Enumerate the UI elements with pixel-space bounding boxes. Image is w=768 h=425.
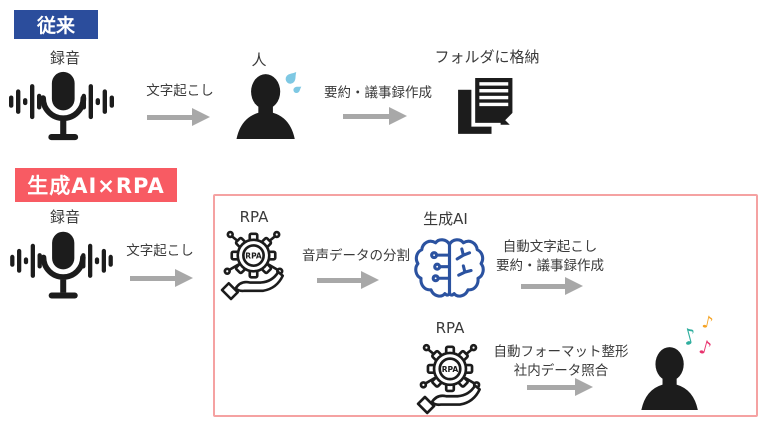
person-icon <box>641 347 698 410</box>
folder-storage-label: フォルダに格納 <box>434 48 540 66</box>
rpa-gear-text: RPA <box>442 365 459 374</box>
rpa2-label: RPA <box>435 319 465 337</box>
arrow-summary-traditional <box>343 107 407 125</box>
rpa-gear-text: RPA <box>245 252 262 261</box>
documents-icon <box>458 74 517 134</box>
rpa-gear-hand-icon: RPA <box>220 230 285 301</box>
recording-label-ai: 録音 <box>49 208 80 226</box>
arrow-transcription-ai <box>130 269 193 287</box>
recording-label-traditional: 録音 <box>49 49 80 67</box>
auto-transcription-line2: 要約・議事録作成 <box>496 258 604 274</box>
transcription-step-label-ai: 文字起こし <box>126 243 194 259</box>
rpa-gear-hand-icon: RPA <box>416 343 481 415</box>
brain-circuit-icon <box>414 238 485 298</box>
transcription-step-label-traditional: 文字起こし <box>146 83 214 99</box>
person-icon <box>236 72 302 139</box>
traditional-badge: 従来 <box>14 10 98 39</box>
ai-rpa-badge: 生成AI×RPA <box>15 168 177 202</box>
format-step-line1: 自動フォーマット整形 <box>493 344 629 360</box>
arrow-auto-transcription <box>521 277 583 295</box>
arrow-audio-split <box>317 271 379 289</box>
rpa1-label: RPA <box>239 208 269 226</box>
arrow-format <box>527 378 593 396</box>
person-label: 人 <box>251 51 267 69</box>
auto-transcription-line1: 自動文字起こし <box>502 239 598 255</box>
genai-label: 生成AI <box>423 210 468 228</box>
auto-transcription-step-label: 自動文字起こし 要約・議事録作成 <box>487 238 613 276</box>
audio-split-step-label: 音声データの分割 <box>302 248 410 264</box>
microphone-icon <box>9 71 114 141</box>
microphone-icon <box>10 231 113 299</box>
format-step-line2: 社内データ照合 <box>513 363 609 379</box>
summary-step-label: 要約・議事録作成 <box>324 85 432 101</box>
format-step-label: 自動フォーマット整形 社内データ照合 <box>483 343 639 381</box>
arrow-transcription-traditional <box>147 108 210 126</box>
sweat-drops-icon <box>285 72 302 93</box>
